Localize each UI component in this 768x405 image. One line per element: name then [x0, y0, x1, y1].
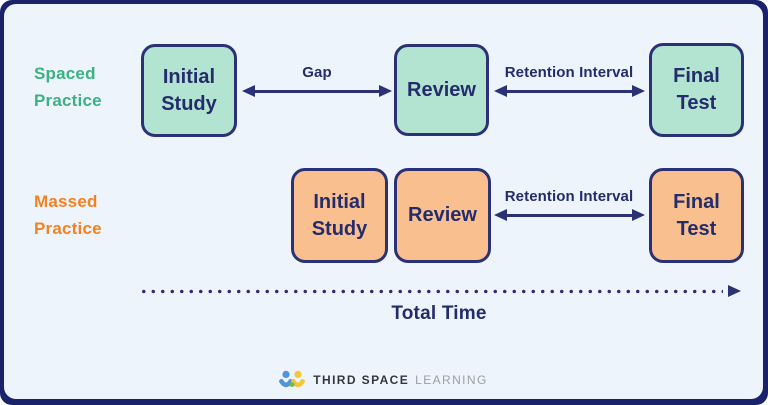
box-text-line: Study — [161, 92, 217, 115]
arrow-line — [503, 89, 636, 93]
retention-interval-arrow-massed — [494, 209, 645, 221]
brand-name-primary: THIRD SPACE — [313, 373, 410, 387]
box-spaced-final-test: Final Test — [649, 43, 744, 137]
arrowhead-left-icon — [494, 85, 507, 97]
box-text-line: Initial — [162, 65, 216, 88]
gap-arrow — [242, 85, 392, 97]
box-text-line: Test — [676, 217, 717, 240]
arrowhead-right-icon — [379, 85, 392, 97]
retention-interval-label-spaced: Retention Interval — [504, 64, 634, 81]
footer-logo: THIRD SPACE LEARNING — [4, 368, 763, 392]
box-text-line: Study — [311, 217, 368, 240]
box-text-line: Final — [673, 65, 720, 87]
total-time-label: Total Time — [391, 303, 487, 324]
total-time-dotted-line — [139, 289, 723, 294]
box-text-line: Initial — [313, 190, 366, 213]
arrowhead-right-icon — [632, 85, 645, 97]
box-spaced-initial-study: Initial Study — [141, 44, 237, 137]
arrow-line — [251, 89, 383, 93]
box-massed-final-test: Final Test — [649, 168, 744, 263]
box-text-line: Review — [408, 204, 477, 226]
two-people-logo-icon — [279, 370, 306, 387]
row-label-spaced-practice: Spaced Practice — [34, 60, 102, 114]
row-label-line: Spaced — [34, 64, 96, 83]
box-spaced-review: Review — [394, 44, 489, 136]
row-label-massed-practice: Massed Practice — [34, 188, 102, 242]
row-label-line: Practice — [34, 91, 102, 110]
box-text-line: Test — [676, 92, 717, 114]
row-label-line: Practice — [34, 219, 102, 238]
diagram-panel: Spaced Practice Massed Practice Initial … — [4, 4, 763, 399]
arrowhead-left-icon — [494, 209, 507, 221]
arrow-line — [503, 213, 636, 217]
arrowhead-right-icon — [632, 209, 645, 221]
retention-interval-arrow-spaced — [494, 85, 645, 97]
box-text-line: Review — [407, 78, 476, 101]
row-label-line: Massed — [34, 192, 98, 211]
box-massed-initial-study: Initial Study — [291, 168, 388, 263]
brand-name-secondary: LEARNING — [415, 373, 488, 387]
box-massed-review: Review — [394, 168, 491, 263]
total-time-arrowhead-icon — [728, 285, 741, 297]
box-text-line: Final — [673, 190, 720, 213]
gap-arrow-label: Gap — [302, 64, 332, 81]
arrowhead-left-icon — [242, 85, 255, 97]
retention-interval-label-massed: Retention Interval — [504, 188, 634, 205]
